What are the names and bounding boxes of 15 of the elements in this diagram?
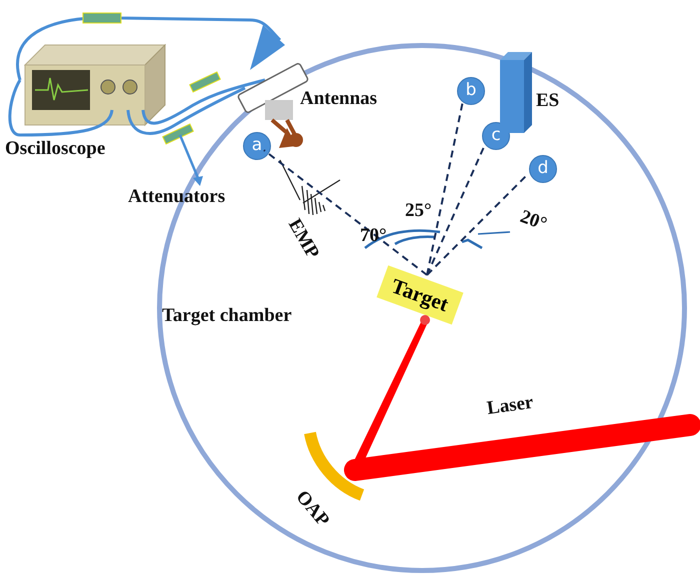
probe-marker: d <box>529 155 557 183</box>
device-label: Oscilloscope <box>5 138 106 160</box>
angle-label: 25° <box>405 200 432 222</box>
angle-label: 20° <box>517 206 550 236</box>
beam-label: Laser <box>486 392 535 420</box>
target-plate: Target <box>376 265 464 325</box>
probe-marker: b <box>457 77 485 105</box>
device-label: ES <box>536 90 560 112</box>
dashed-line <box>426 174 528 276</box>
device-label: Antennas <box>300 88 378 110</box>
chamber-label: Target chamber <box>162 305 292 327</box>
probe-marker: a <box>243 132 271 160</box>
device-label: Attenuators <box>128 186 226 208</box>
angle-label: 70° <box>360 225 387 247</box>
dashed-line <box>263 149 428 276</box>
